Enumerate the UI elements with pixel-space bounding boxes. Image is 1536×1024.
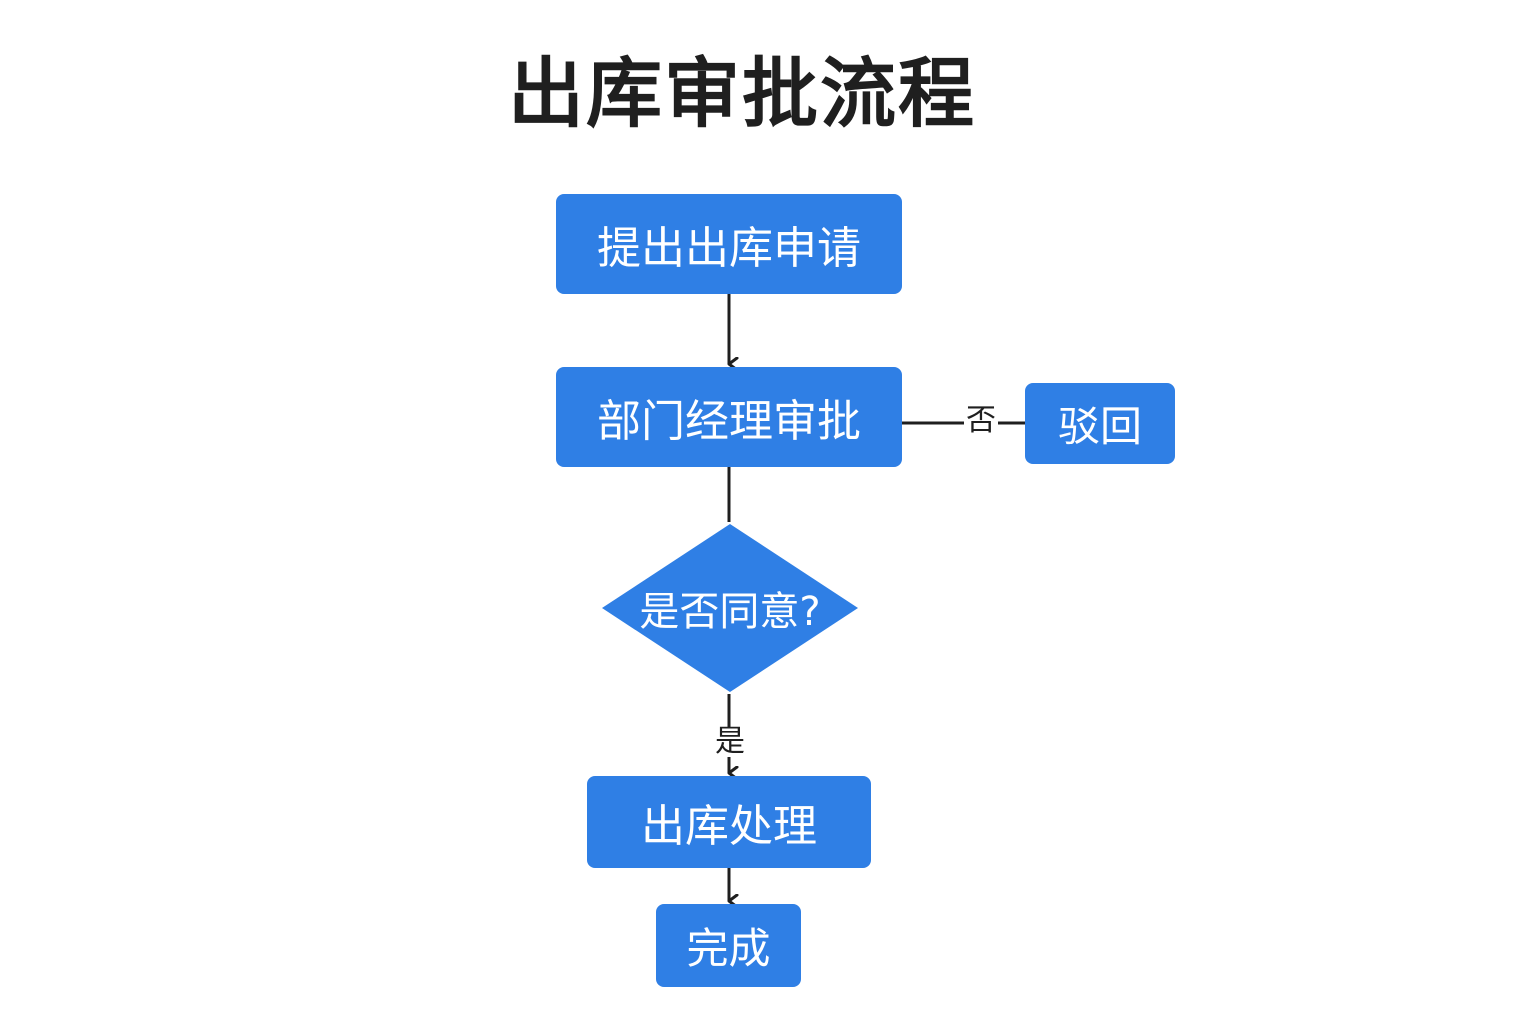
node-complete: 完成	[656, 904, 801, 987]
diagram-title: 出库审批流程	[508, 49, 976, 138]
node-submit-request: 提出出库申请	[556, 194, 902, 294]
node-manager-review: 部门经理审批	[556, 367, 902, 467]
decision-label: 是否同意?	[639, 589, 821, 635]
node-reject: 驳回	[1025, 383, 1175, 464]
edge-label-no: 否	[964, 403, 998, 438]
decision-diamond-shape	[602, 524, 858, 692]
edge-label-yes: 是	[713, 724, 747, 759]
decision-approval: 是否同意?	[600, 522, 860, 694]
node-outbound-processing: 出库处理	[587, 776, 871, 868]
